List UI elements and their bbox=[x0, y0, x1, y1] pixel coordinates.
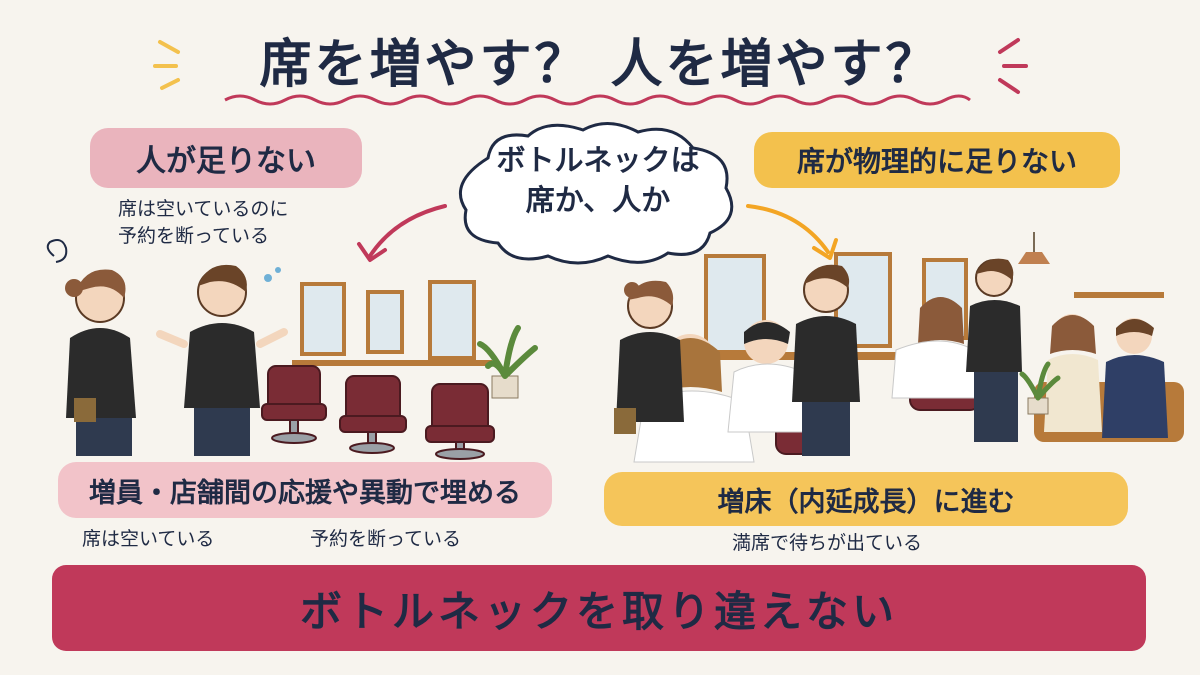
customer-caped-2 bbox=[727, 320, 811, 433]
busy-stylist-2 bbox=[792, 264, 860, 456]
bottom-message: ボトルネックを取り違えない bbox=[52, 565, 1146, 651]
idle-salon-illustration bbox=[46, 239, 538, 460]
bubble-text: ボトルネックは 席か、人か bbox=[448, 140, 748, 220]
thought-bubble bbox=[458, 122, 734, 265]
mirror-3 bbox=[428, 280, 476, 360]
action-add-staff: 増員・店舗間の応援や異動で埋める bbox=[58, 462, 552, 518]
empty-chair-2 bbox=[339, 375, 407, 454]
waiting-customer-1 bbox=[1044, 314, 1102, 432]
left-caption-1: 席は空いている bbox=[82, 528, 215, 550]
sweat-icon bbox=[264, 267, 281, 282]
plant-icon bbox=[477, 325, 538, 399]
label-staff-shortage: 人が足りない bbox=[90, 128, 362, 188]
worried-stylist-2 bbox=[156, 264, 288, 456]
arrow-right-icon bbox=[746, 204, 838, 260]
waiting-customer-2 bbox=[1102, 318, 1168, 438]
left-note: 席は空いているのに 予約を断っている bbox=[118, 196, 288, 250]
full-salon-illustration bbox=[614, 232, 1184, 463]
wall-shelf bbox=[1074, 292, 1164, 298]
counter-shelf bbox=[292, 360, 492, 366]
action-add-seats: 増床（内延成長）に進む bbox=[604, 472, 1128, 526]
empty-chair-1 bbox=[261, 365, 327, 444]
left-note-line2: 予約を断っている bbox=[118, 225, 270, 247]
mirror-1 bbox=[300, 282, 346, 356]
busy-stylist-3 bbox=[966, 258, 1022, 442]
arrow-left-icon bbox=[357, 204, 447, 262]
right-caption: 満席で待ちが出ている bbox=[732, 532, 923, 554]
customer-caped-3 bbox=[891, 297, 981, 399]
worried-stylist-1 bbox=[65, 269, 136, 456]
bubble-line1: ボトルネックは bbox=[496, 143, 700, 177]
mirror-2 bbox=[366, 290, 404, 354]
page-title: 席を増やす？ 人を増やす？ bbox=[259, 35, 941, 95]
left-spark-icon bbox=[153, 40, 180, 90]
empty-chair-3 bbox=[425, 383, 495, 460]
confusion-icon bbox=[46, 239, 68, 263]
title-decoration bbox=[153, 38, 1028, 106]
left-note-line1: 席は空いているのに bbox=[118, 198, 289, 220]
busy-stylist-1 bbox=[614, 280, 684, 434]
title-underline bbox=[224, 94, 971, 106]
lamp-icon bbox=[1018, 232, 1050, 264]
plant-icon bbox=[1019, 361, 1061, 415]
label-seat-shortage: 席が物理的に足りない bbox=[754, 132, 1120, 188]
right-spark-icon bbox=[998, 38, 1028, 94]
left-caption-2: 予約を断っている bbox=[310, 528, 462, 550]
bubble-line2: 席か、人か bbox=[525, 183, 671, 217]
